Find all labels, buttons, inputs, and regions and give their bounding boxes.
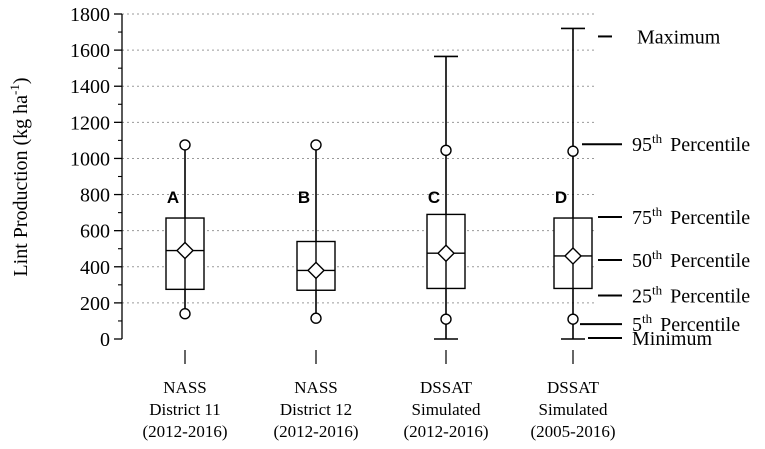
x-category-label: NASS [163,378,206,397]
x-category-label: (2005-2016) [531,422,616,441]
box-group: D [553,27,593,340]
x-category-label: NASS [294,378,337,397]
p95-marker [179,139,191,151]
y-tick-label: 1800 [70,4,110,26]
x-category-label: (2012-2016) [143,422,228,441]
y-tick-label: 0 [100,329,110,351]
legend-label: Maximum [637,26,721,48]
x-category-label: District 12 [280,400,352,419]
group-letter: B [298,188,310,207]
box-group: C [426,55,466,340]
x-category-label: (2012-2016) [274,422,359,441]
mean-marker [307,261,325,280]
mean-marker [437,244,455,263]
p5-marker [567,313,579,325]
y-axis-label: Lint Production (kg ha-1) [7,77,32,276]
x-category-label: District 11 [149,400,221,419]
p95-marker [440,144,452,157]
y-tick-label: 1400 [70,76,110,98]
y-axis: 0 200 400 600 800 1000 1200 1400 1600 1800 [70,4,123,351]
x-category-label: DSSAT [420,378,473,397]
y-tick-label: 1000 [70,148,110,170]
mean-marker [176,241,194,260]
y-tick-label: 1600 [70,40,110,62]
x-axis-labels: NASS District 11 (2012-2016) NASS District 1… [143,350,616,441]
box-series: A B C D [165,27,593,340]
y-axis-title: Lint Production (kg ha-1) [7,77,32,276]
x-category-label: (2012-2016) [404,422,489,441]
y-tick-label: 800 [80,185,110,207]
y-tick-label: 200 [80,293,110,315]
p5-marker [179,308,191,320]
gridlines [122,13,595,304]
y-tick-label: 1200 [70,112,110,134]
p95-marker [567,145,579,157]
p5-marker [440,313,452,325]
p5-marker [310,312,322,324]
mean-marker [564,246,582,265]
x-category-label: DSSAT [547,378,600,397]
box-group: A [165,139,205,320]
legend-label: Minimum [632,328,712,350]
group-letter: D [555,188,567,207]
group-letter: A [167,188,179,207]
box-group: B [296,139,336,324]
p95-marker [310,139,322,151]
y-tick-label: 400 [80,257,110,279]
y-tick-label: 600 [80,221,110,243]
group-letter: C [428,188,440,207]
x-category-label: Simulated [539,400,608,419]
x-category-label: Simulated [412,400,481,419]
